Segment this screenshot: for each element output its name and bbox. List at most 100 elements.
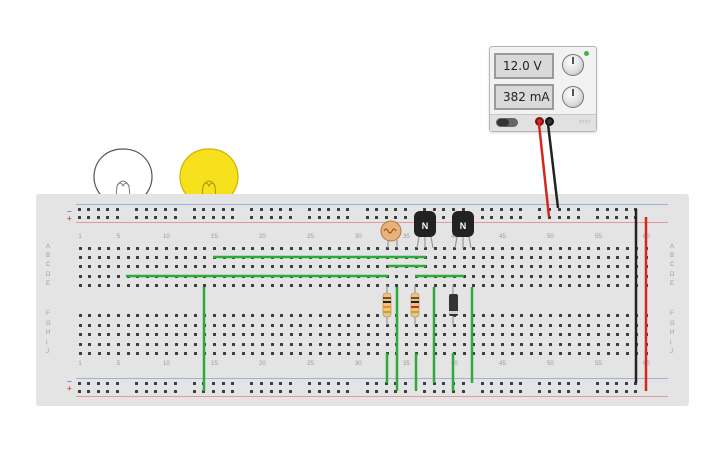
- breadboard-hole[interactable]: [500, 246, 504, 250]
- breadboard-hole[interactable]: [472, 342, 476, 346]
- breadboard-hole[interactable]: [260, 323, 264, 327]
- breadboard-hole[interactable]: [452, 323, 456, 327]
- breadboard-hole[interactable]: [116, 313, 120, 317]
- breadboard-hole[interactable]: [548, 351, 552, 355]
- breadboard-hole[interactable]: [299, 342, 303, 346]
- breadboard-hole[interactable]: [616, 255, 620, 259]
- rail-hole[interactable]: [615, 389, 619, 393]
- breadboard-hole[interactable]: [280, 351, 284, 355]
- breadboard-hole[interactable]: [174, 283, 178, 287]
- breadboard-hole[interactable]: [88, 313, 92, 317]
- rail-hole[interactable]: [135, 389, 139, 393]
- breadboard-hole[interactable]: [184, 323, 188, 327]
- breadboard-hole[interactable]: [376, 313, 380, 317]
- breadboard-hole[interactable]: [116, 246, 120, 250]
- breadboard-hole[interactable]: [625, 246, 629, 250]
- breadboard-hole[interactable]: [318, 332, 322, 336]
- rail-hole[interactable]: [288, 207, 292, 211]
- breadboard-hole[interactable]: [366, 313, 370, 317]
- breadboard-hole[interactable]: [347, 332, 351, 336]
- breadboard-hole[interactable]: [145, 323, 149, 327]
- breadboard-hole[interactable]: [424, 332, 428, 336]
- breadboard-hole[interactable]: [222, 313, 226, 317]
- breadboard-hole[interactable]: [280, 283, 284, 287]
- breadboard-hole[interactable]: [107, 283, 111, 287]
- breadboard-hole[interactable]: [107, 323, 111, 327]
- rail-hole[interactable]: [154, 381, 158, 385]
- breadboard-hole[interactable]: [548, 274, 552, 278]
- breadboard-hole[interactable]: [126, 313, 130, 317]
- rail-hole[interactable]: [490, 389, 494, 393]
- rail-hole[interactable]: [576, 207, 580, 211]
- breadboard-hole[interactable]: [424, 323, 428, 327]
- rail-hole[interactable]: [135, 207, 139, 211]
- breadboard-hole[interactable]: [318, 283, 322, 287]
- breadboard-hole[interactable]: [97, 274, 101, 278]
- breadboard-hole[interactable]: [251, 313, 255, 317]
- breadboard-hole[interactable]: [136, 246, 140, 250]
- rail-hole[interactable]: [538, 215, 542, 219]
- breadboard-hole[interactable]: [136, 313, 140, 317]
- breadboard-hole[interactable]: [184, 255, 188, 259]
- breadboard-hole[interactable]: [500, 332, 504, 336]
- rail-hole[interactable]: [144, 207, 148, 211]
- breadboard-hole[interactable]: [481, 313, 485, 317]
- breadboard-hole[interactable]: [174, 313, 178, 317]
- rail-hole[interactable]: [259, 215, 263, 219]
- rail-hole[interactable]: [250, 207, 254, 211]
- rail-hole[interactable]: [154, 207, 158, 211]
- breadboard-hole[interactable]: [174, 332, 178, 336]
- rail-hole[interactable]: [192, 381, 196, 385]
- breadboard-hole[interactable]: [280, 323, 284, 327]
- breadboard-hole[interactable]: [347, 323, 351, 327]
- breadboard-hole[interactable]: [97, 246, 101, 250]
- breadboard-hole[interactable]: [347, 283, 351, 287]
- breadboard-hole[interactable]: [481, 255, 485, 259]
- breadboard-hole[interactable]: [606, 246, 610, 250]
- rail-hole[interactable]: [307, 389, 311, 393]
- rail-hole[interactable]: [490, 215, 494, 219]
- breadboard-hole[interactable]: [78, 332, 82, 336]
- breadboard-hole[interactable]: [500, 274, 504, 278]
- breadboard-hole[interactable]: [462, 342, 466, 346]
- breadboard-hole[interactable]: [481, 351, 485, 355]
- breadboard-hole[interactable]: [491, 246, 495, 250]
- breadboard-hole[interactable]: [376, 351, 380, 355]
- breadboard-hole[interactable]: [596, 264, 600, 268]
- breadboard-hole[interactable]: [107, 342, 111, 346]
- breadboard-hole[interactable]: [308, 283, 312, 287]
- breadboard-hole[interactable]: [491, 342, 495, 346]
- rail-hole[interactable]: [231, 215, 235, 219]
- breadboard-hole[interactable]: [308, 351, 312, 355]
- breadboard-hole[interactable]: [462, 351, 466, 355]
- rail-hole[interactable]: [432, 389, 436, 393]
- rail-hole[interactable]: [423, 389, 427, 393]
- breadboard-hole[interactable]: [520, 313, 524, 317]
- rail-hole[interactable]: [221, 207, 225, 211]
- rail-hole[interactable]: [327, 389, 331, 393]
- rail-hole[interactable]: [346, 389, 350, 393]
- breadboard-hole[interactable]: [414, 342, 418, 346]
- breadboard-hole[interactable]: [491, 283, 495, 287]
- rail-hole[interactable]: [96, 207, 100, 211]
- rail-hole[interactable]: [442, 207, 446, 211]
- breadboard-hole[interactable]: [328, 264, 332, 268]
- breadboard-hole[interactable]: [78, 342, 82, 346]
- breadboard-hole[interactable]: [212, 342, 216, 346]
- breadboard-hole[interactable]: [328, 342, 332, 346]
- rail-hole[interactable]: [307, 207, 311, 211]
- breadboard-hole[interactable]: [97, 332, 101, 336]
- breadboard-hole[interactable]: [136, 323, 140, 327]
- rail-hole[interactable]: [442, 389, 446, 393]
- breadboard-hole[interactable]: [347, 351, 351, 355]
- rail-hole[interactable]: [375, 215, 379, 219]
- breadboard-hole[interactable]: [145, 255, 149, 259]
- breadboard-hole[interactable]: [500, 255, 504, 259]
- breadboard-hole[interactable]: [577, 255, 581, 259]
- breadboard-hole[interactable]: [587, 274, 591, 278]
- rail-hole[interactable]: [557, 207, 561, 211]
- breadboard-hole[interactable]: [443, 264, 447, 268]
- breadboard-hole[interactable]: [270, 342, 274, 346]
- breadboard-hole[interactable]: [616, 332, 620, 336]
- rail-hole[interactable]: [509, 381, 513, 385]
